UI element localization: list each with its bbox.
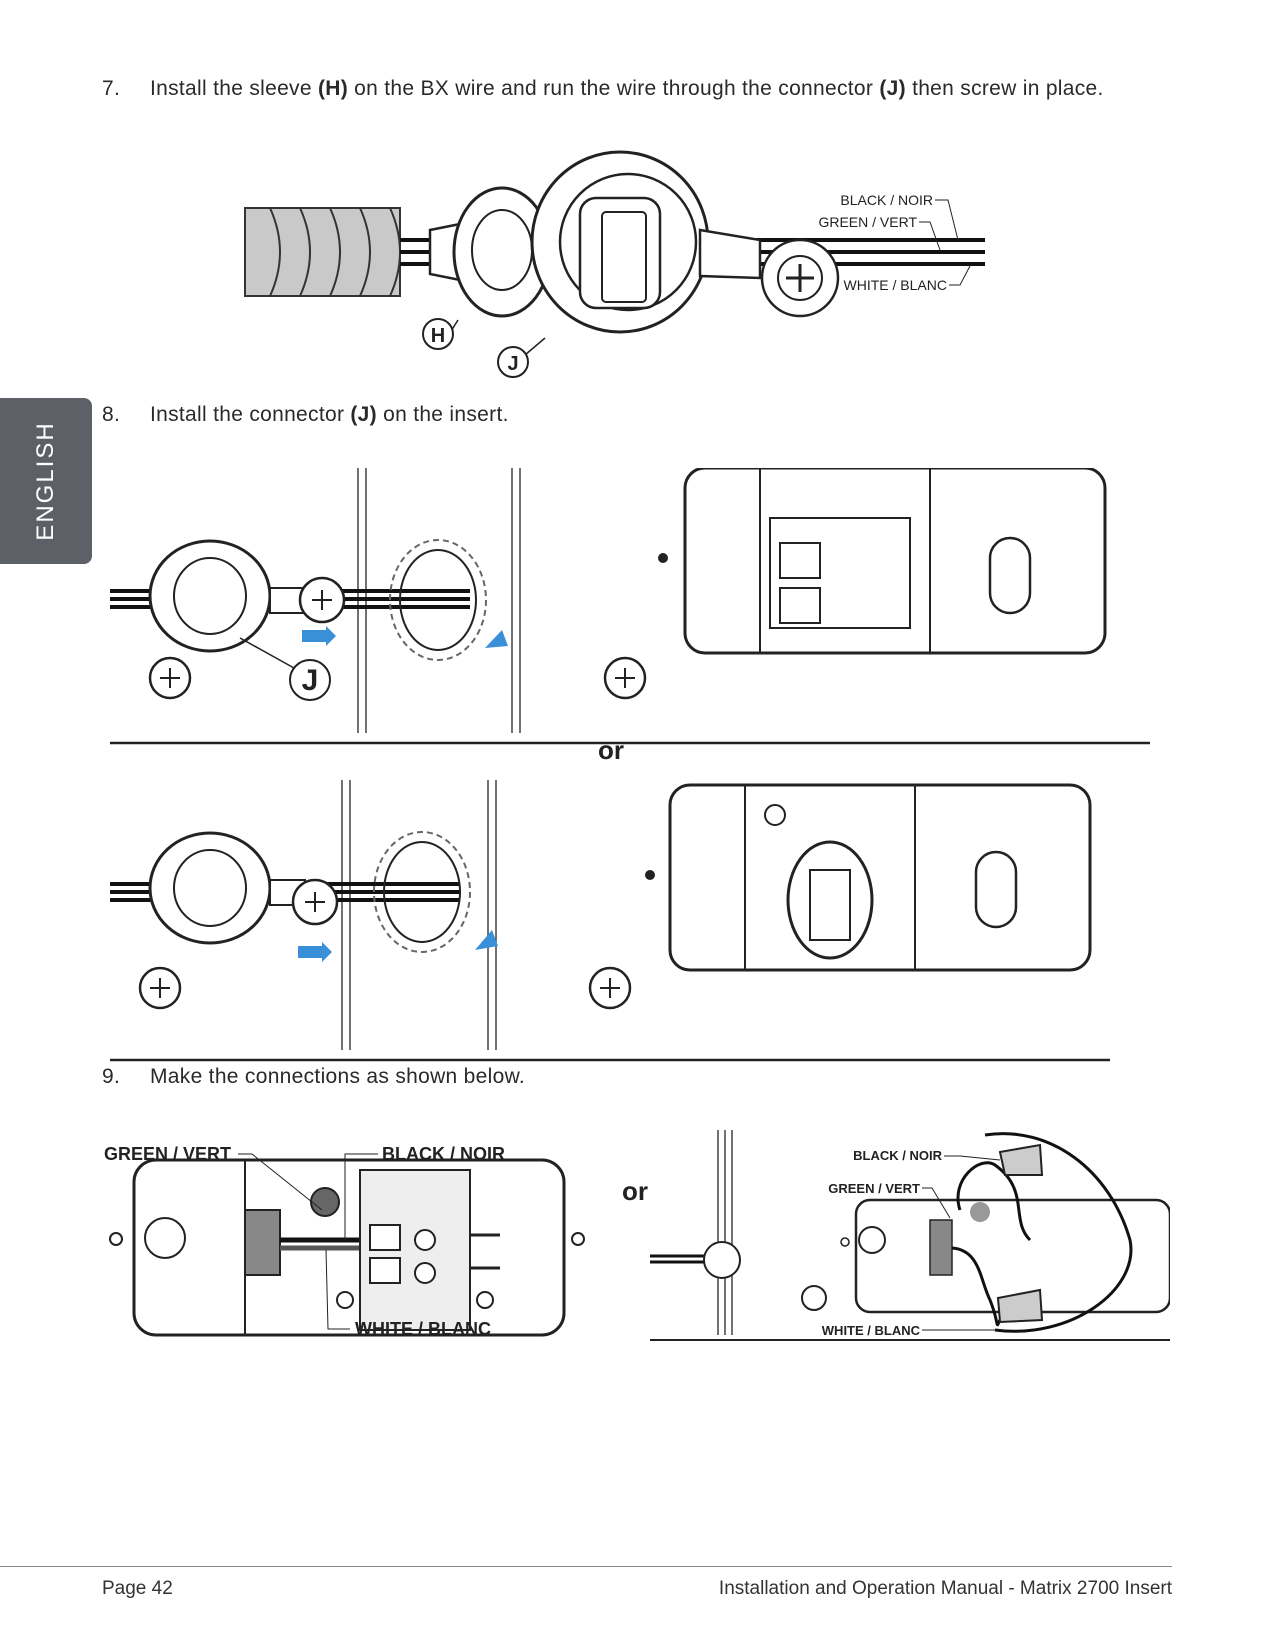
document-title: Installation and Operation Manual - Matr… [718,1578,1172,1599]
step-9: 9. Make the connections as shown below. [102,1062,1172,1092]
step-text: Install the sleeve (H) on the BX wire an… [150,77,1104,100]
right-label-white: WHITE / BLANC [822,1323,921,1338]
language-tab: ENGLISH [0,398,92,564]
right-label-green: GREEN / VERT [828,1181,920,1196]
label-white: WHITE / BLANC [355,1319,491,1339]
page-number: Page 42 [102,1578,173,1599]
step-number: 9. [102,1065,121,1088]
label-black: BLACK / NOIR [840,192,933,208]
step-number: 7. [102,77,121,100]
label-black: BLACK / NOIR [382,1144,505,1164]
step-7: 7. Install the sleeve (H) on the BX wire… [102,74,1172,134]
sleeve-connector-figure: H J BLACK / NOIR GREEN / VERT WHITE / BL… [244,150,985,378]
callout-j: J [507,353,518,375]
right-label-black: BLACK / NOIR [853,1148,942,1163]
label-green: GREEN / VERT [818,214,917,230]
callout-h: H [431,325,445,347]
connector-install-figure-b [110,780,1110,1062]
step-number: 8. [102,403,121,426]
or-label: or [598,735,624,765]
connector-install-figure-a: J [110,468,1150,745]
callout-j: J [302,664,319,697]
step-8: 8. Install the connector (J) on the inse… [102,400,1172,430]
label-white: WHITE / BLANC [844,277,947,293]
wiring-figure-left: GREEN / VERT BLACK / NOIR WHITE / BLANC [104,1144,585,1339]
language-tab-label: ENGLISH [32,421,59,541]
step-text: Install the connector (J) on the insert. [150,403,509,426]
or-label-2: or [622,1176,648,1206]
step-text: Make the connections as shown below. [150,1065,526,1088]
wiring-figure-right: BLACK / NOIR GREEN / VERT WHITE / BLANC [650,1130,1170,1341]
footer-divider [0,1566,1172,1567]
label-green: GREEN / VERT [104,1144,231,1164]
